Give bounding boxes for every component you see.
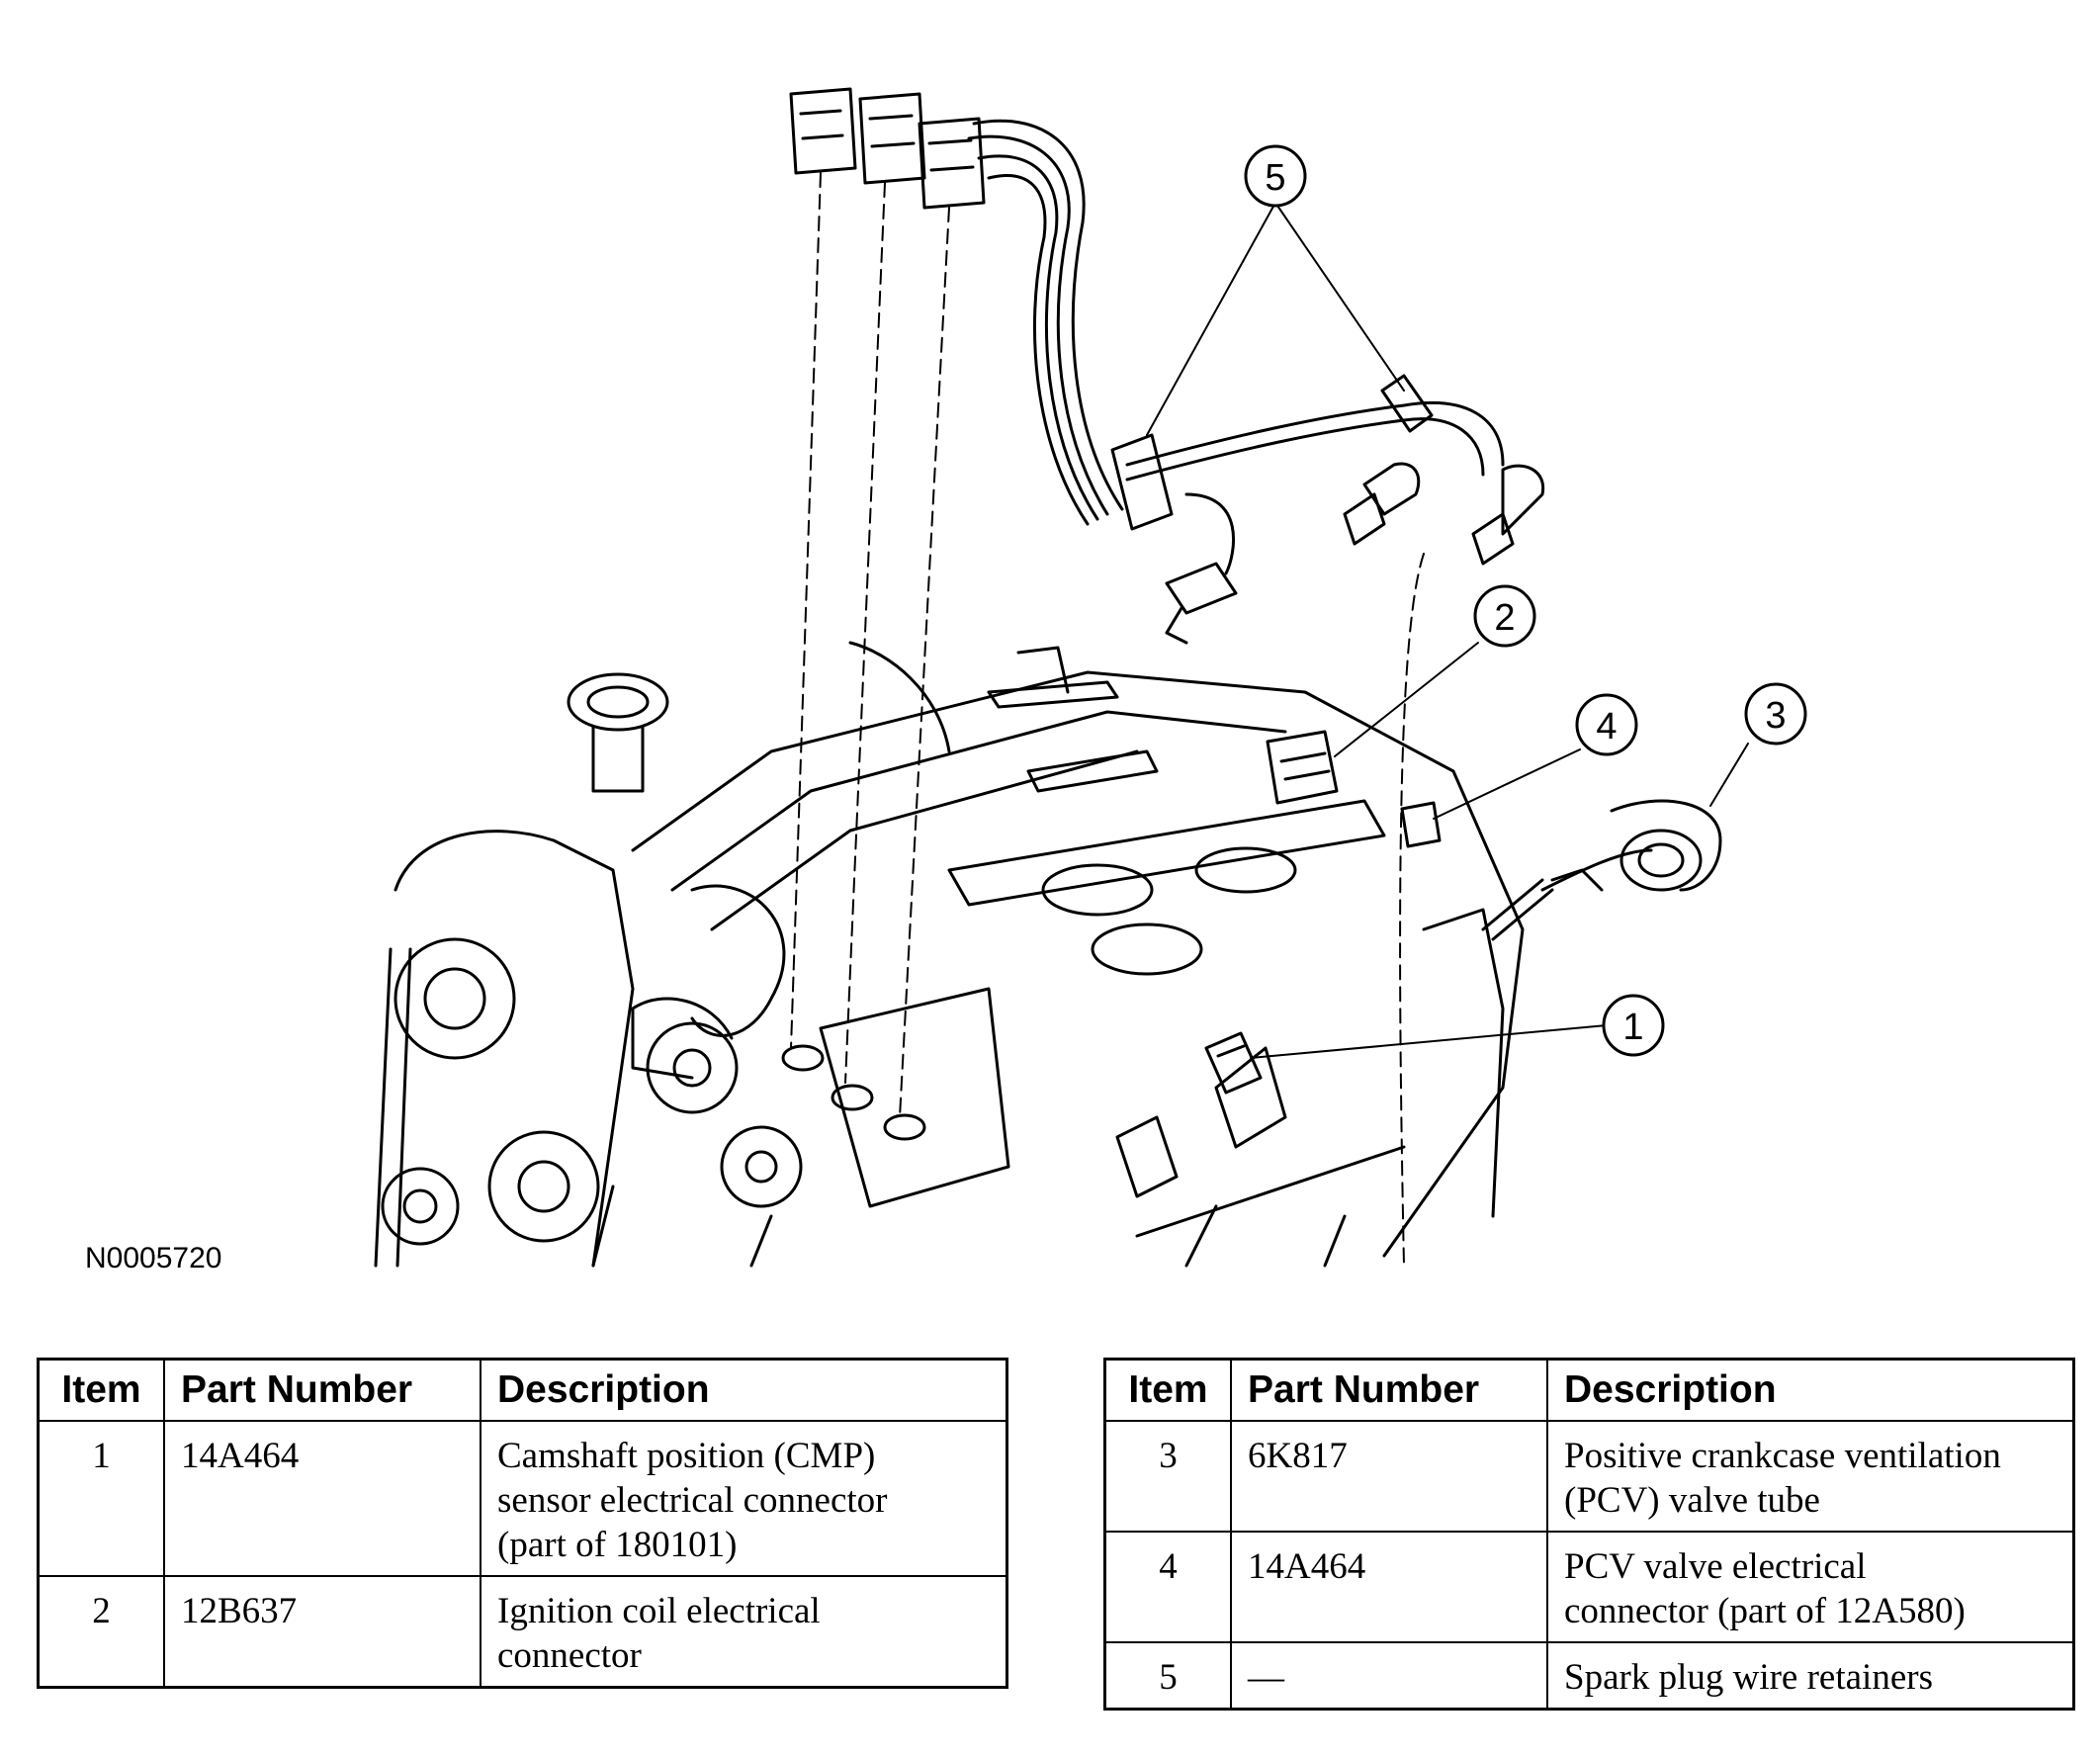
description-line: PCV valve electrical (1564, 1546, 1867, 1587)
cell-item: 1 (37, 1420, 165, 1577)
table-row: 2 12B637 Ignition coil electrical connec… (37, 1575, 1008, 1689)
table-row: 1 14A464 Camshaft position (CMP) sensor … (37, 1420, 1008, 1577)
svg-text:4: 4 (1596, 706, 1617, 747)
table-row: 3 6K817 Positive crankcase ventilation (… (1103, 1420, 2075, 1533)
ignition-coil-connector (1266, 730, 1339, 805)
callout-2: 2 (1473, 584, 1536, 648)
callout-5: 5 (1244, 144, 1307, 208)
description-line: connector (497, 1635, 642, 1676)
parts-table-right: Item Part Number Description 3 6K817 Pos… (1103, 1358, 2075, 1711)
svg-text:5: 5 (1265, 157, 1285, 199)
coil-leader-lines (790, 172, 1425, 1267)
svg-text:2: 2 (1494, 597, 1515, 639)
svg-text:1: 1 (1622, 1007, 1643, 1048)
cell-part-number: 14A464 (163, 1420, 481, 1577)
description-line: Spark plug wire retainers (1564, 1657, 1933, 1698)
description-line: (part of 180101) (497, 1525, 738, 1565)
cmp-sensor-connector (1204, 1031, 1263, 1095)
engine-block (374, 641, 1525, 1268)
column-header-description: Description (480, 1358, 1008, 1422)
column-header-item: Item (1103, 1358, 1232, 1422)
table-row: 4 14A464 PCV valve electrical connector … (1103, 1531, 2075, 1643)
table-header-row: Item Part Number Description (37, 1358, 1008, 1422)
cell-item: 2 (37, 1575, 165, 1689)
column-header-item: Item (37, 1358, 165, 1422)
column-header-description: Description (1546, 1358, 2075, 1422)
cell-description: Camshaft position (CMP) sensor electrica… (480, 1420, 1008, 1577)
engine-diagram: 5 2 4 3 1 (374, 87, 1807, 1268)
pcv-valve-tube (1481, 799, 1722, 941)
callout-leaders (1146, 202, 1749, 1059)
callout-4: 4 (1575, 693, 1638, 756)
description-line: Camshaft position (CMP) (497, 1436, 876, 1476)
svg-text:3: 3 (1765, 695, 1786, 737)
spark-plug-wires (789, 87, 1545, 645)
figure-id: N0005720 (85, 1242, 222, 1274)
cell-item: 3 (1103, 1420, 1232, 1533)
cell-description: Positive crankcase ventilation (PCV) val… (1546, 1420, 2075, 1533)
callout-3: 3 (1744, 682, 1807, 746)
cell-part-number: 12B637 (163, 1575, 481, 1689)
description-line: connector (part of 12A580) (1564, 1591, 1966, 1631)
cell-item: 4 (1103, 1531, 1232, 1643)
cell-item: 5 (1103, 1641, 1232, 1711)
column-header-part-number: Part Number (163, 1358, 481, 1422)
description-line: Positive crankcase ventilation (1564, 1436, 2001, 1476)
description-line: Ignition coil electrical (497, 1591, 821, 1631)
cell-part-number: 14A464 (1230, 1531, 1548, 1643)
cell-description: Spark plug wire retainers (1546, 1641, 2075, 1711)
pcv-electrical-connector (1400, 801, 1442, 848)
parts-table-left: Item Part Number Description 1 14A464 Ca… (37, 1358, 1008, 1689)
cell-description: PCV valve electrical connector (part of … (1546, 1531, 2075, 1643)
description-line: (PCV) valve tube (1564, 1480, 1820, 1521)
table-row: 5 — Spark plug wire retainers (1103, 1641, 2075, 1711)
description-line: sensor electrical connector (497, 1480, 888, 1521)
cell-part-number: 6K817 (1230, 1420, 1548, 1533)
table-header-row: Item Part Number Description (1103, 1358, 2075, 1422)
cell-part-number: — (1230, 1641, 1548, 1711)
callout-1: 1 (1602, 994, 1665, 1057)
wire-retainer-left (1110, 433, 1174, 531)
column-header-part-number: Part Number (1230, 1358, 1548, 1422)
cell-description: Ignition coil electrical connector (480, 1575, 1008, 1689)
